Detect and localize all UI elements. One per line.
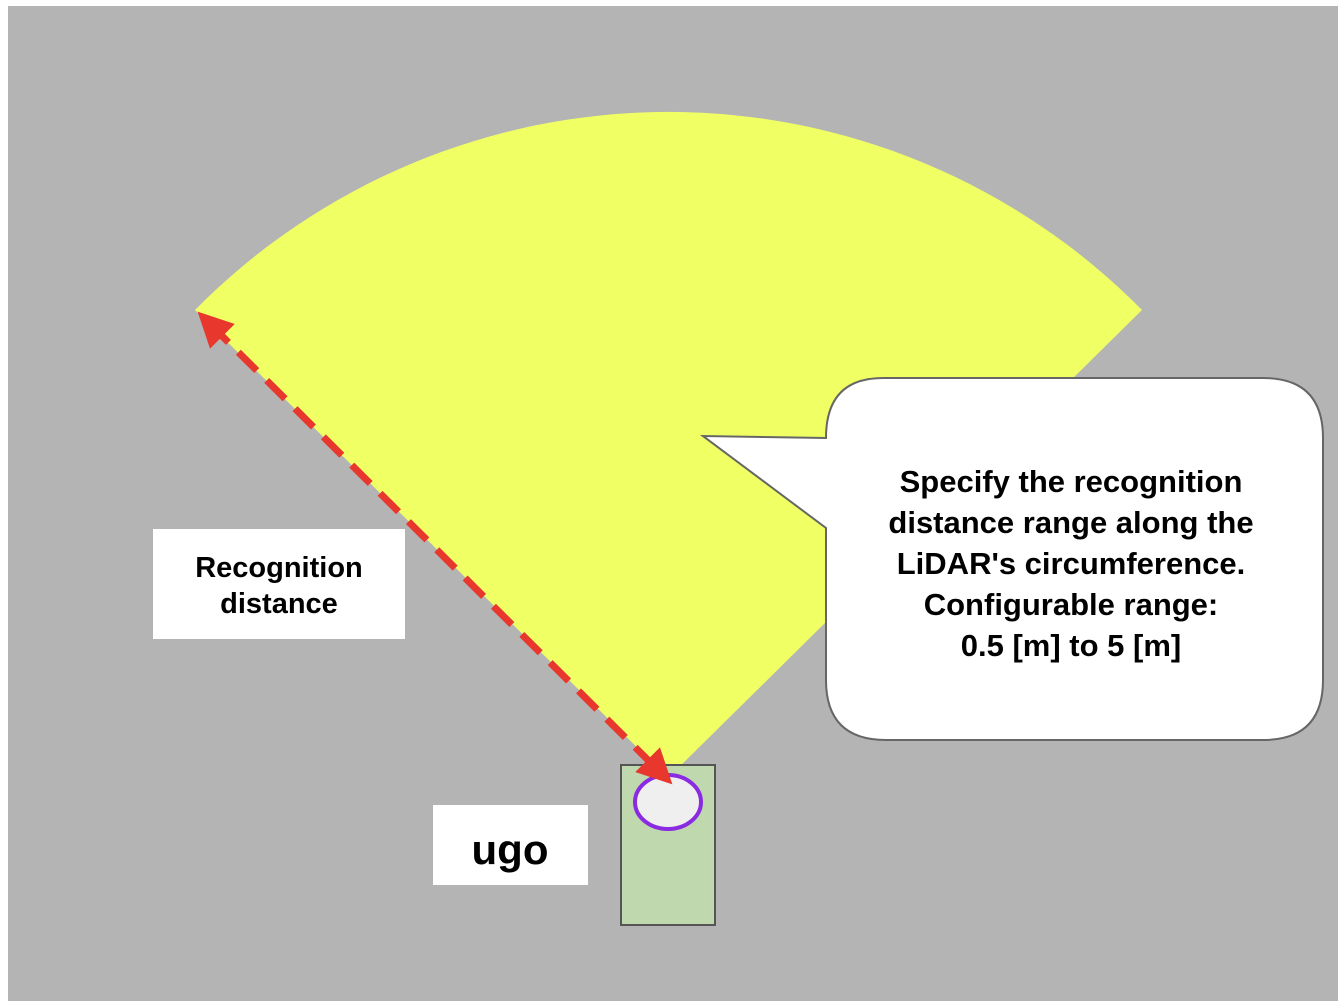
robot-name-label: ugo — [433, 805, 588, 885]
callout-line: Specify the recognition — [900, 464, 1243, 499]
callout-line: LiDAR's circumference. — [897, 546, 1246, 581]
robot-name-text: ugo — [472, 826, 549, 873]
callout-line: 0.5 [m] to 5 [m] — [961, 628, 1181, 663]
recognition-distance-label: Recognition distance — [153, 529, 405, 639]
callout-line: distance range along the — [888, 505, 1253, 540]
recognition-distance-arrow — [197, 311, 673, 785]
callout-line: Configurable range: — [924, 587, 1219, 622]
distance-label-line: distance — [220, 588, 338, 620]
callout-bubble: Specify the recognition distance range a… — [699, 377, 1324, 741]
distance-label-line: Recognition — [195, 552, 363, 584]
lidar-sensor — [633, 773, 703, 831]
